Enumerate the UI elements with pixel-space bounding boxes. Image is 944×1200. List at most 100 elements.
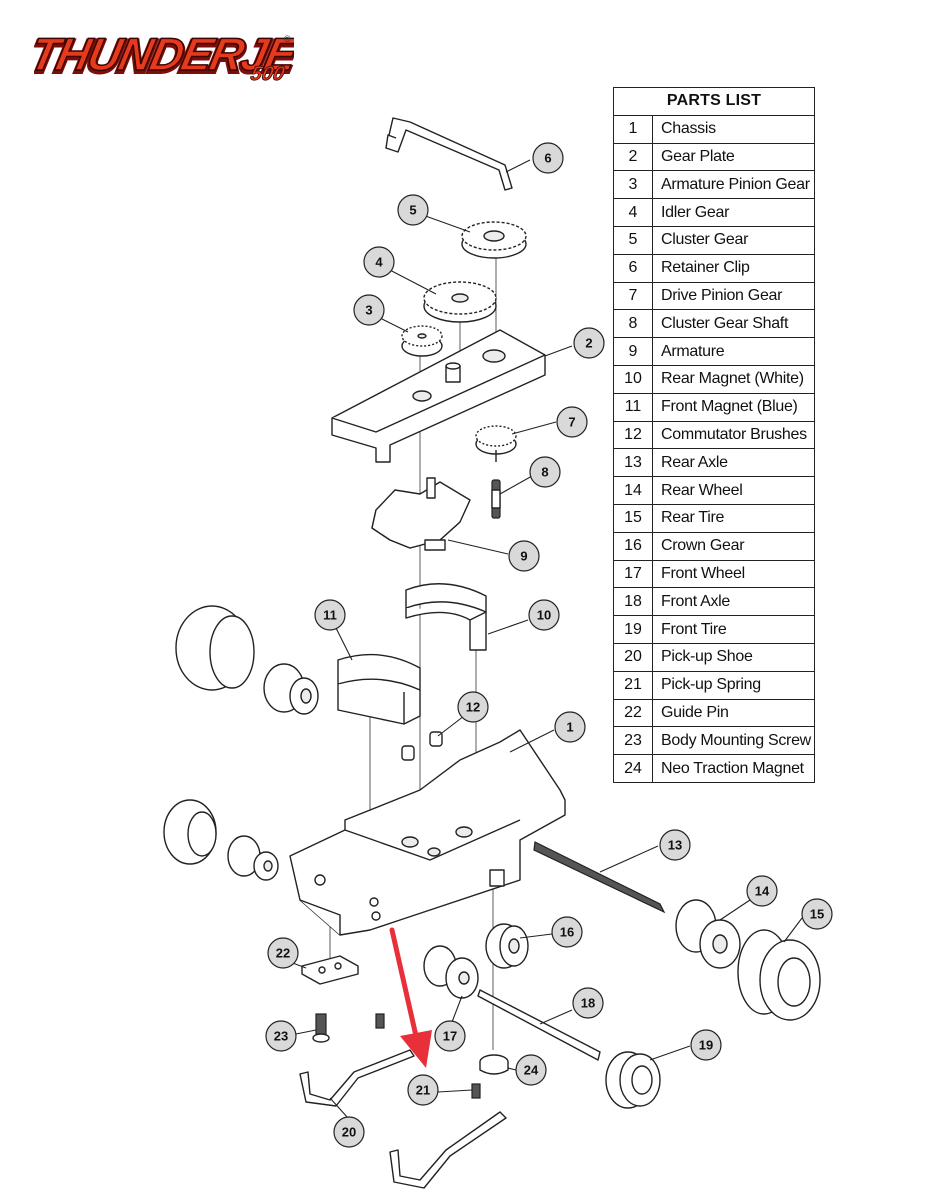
part-name: Drive Pinion Gear <box>652 281 815 311</box>
logo-text: THUNDERJET <box>34 28 294 79</box>
callout-8: 8 <box>529 456 561 488</box>
part-name: Rear Tire <box>652 503 815 533</box>
callout-label: 3 <box>365 303 372 318</box>
rear-magnet <box>405 583 487 651</box>
part-number: 16 <box>613 531 653 561</box>
part-number: 23 <box>613 726 653 756</box>
part-name: Front Wheel <box>652 559 815 589</box>
callout-21: 21 <box>407 1074 439 1106</box>
callout-label: 2 <box>585 336 592 351</box>
part-name: Pick-up Shoe <box>652 642 815 672</box>
highlight-arrow <box>389 927 432 1068</box>
callout-7: 7 <box>556 406 588 438</box>
callout-14: 14 <box>746 875 778 907</box>
parts-list-title: PARTS LIST <box>613 87 815 116</box>
callout-label: 7 <box>568 415 575 430</box>
part-number: 20 <box>613 642 653 672</box>
chassis <box>289 729 566 936</box>
callout-5: 5 <box>397 194 429 226</box>
idler-gear <box>423 281 497 323</box>
cluster-gear-shaft <box>491 479 501 519</box>
front-tire-left <box>163 799 217 865</box>
callout-4: 4 <box>363 246 395 278</box>
part-name: Guide Pin <box>652 698 815 728</box>
part-name: Cluster Gear <box>652 225 815 255</box>
body-mounting-screw <box>312 1013 330 1043</box>
cluster-gear <box>461 221 527 259</box>
part-name: Front Tire <box>652 615 815 644</box>
thunderjet-500-logo: THUNDERJET THUNDERJET 500 ® <box>34 28 294 84</box>
part-name: Cluster Gear Shaft <box>652 309 815 339</box>
part-number: 19 <box>613 615 653 644</box>
part-name: Commutator Brushes <box>652 420 815 450</box>
callout-label: 12 <box>466 700 480 715</box>
callout-24: 24 <box>515 1054 547 1086</box>
part-name: Neo Traction Magnet <box>652 754 815 783</box>
part-name: Front Magnet (Blue) <box>652 392 815 422</box>
crown-gear <box>485 923 529 969</box>
part-number: 1 <box>613 114 653 144</box>
front-wheel-left <box>227 835 279 881</box>
part-name: Rear Axle <box>652 448 815 478</box>
callout-label: 22 <box>276 946 290 961</box>
retainer-clip <box>385 117 513 191</box>
part-number: 17 <box>613 559 653 589</box>
rear-wheel-left <box>263 663 319 715</box>
rear-tire-right <box>737 929 821 1021</box>
rear-axle <box>533 841 666 914</box>
callout-6: 6 <box>532 142 564 174</box>
callout-label: 1 <box>566 720 573 735</box>
rear-wheel-right <box>675 899 741 969</box>
part-name: Gear Plate <box>652 142 815 172</box>
callout-label: 5 <box>409 203 416 218</box>
part-number: 7 <box>613 281 653 311</box>
pickup-spring <box>375 1013 481 1099</box>
callout-11: 11 <box>314 599 346 631</box>
callout-label: 17 <box>443 1029 457 1044</box>
callout-label: 6 <box>544 151 551 166</box>
part-name: Pick-up Spring <box>652 670 815 700</box>
part-number: 18 <box>613 587 653 617</box>
part-name: Retainer Clip <box>652 253 815 283</box>
callout-label: 13 <box>668 838 682 853</box>
callout-label: 4 <box>375 255 383 270</box>
callout-label: 18 <box>581 996 595 1011</box>
callout-12: 12 <box>457 691 489 723</box>
armature <box>371 477 471 551</box>
gear-plate <box>331 329 546 463</box>
callout-19: 19 <box>690 1029 722 1061</box>
callout-17: 17 <box>434 1020 466 1052</box>
logo-suffix: 500 <box>249 63 288 84</box>
part-number: 4 <box>613 198 653 227</box>
part-number: 11 <box>613 392 653 422</box>
part-number: 13 <box>613 448 653 478</box>
callout-10: 10 <box>528 599 560 631</box>
part-number: 21 <box>613 670 653 700</box>
part-name: Front Axle <box>652 587 815 617</box>
front-axle <box>477 989 601 1061</box>
part-number: 22 <box>613 698 653 728</box>
callout-9: 9 <box>508 540 540 572</box>
part-name: Rear Wheel <box>652 476 815 505</box>
callout-13: 13 <box>659 829 691 861</box>
